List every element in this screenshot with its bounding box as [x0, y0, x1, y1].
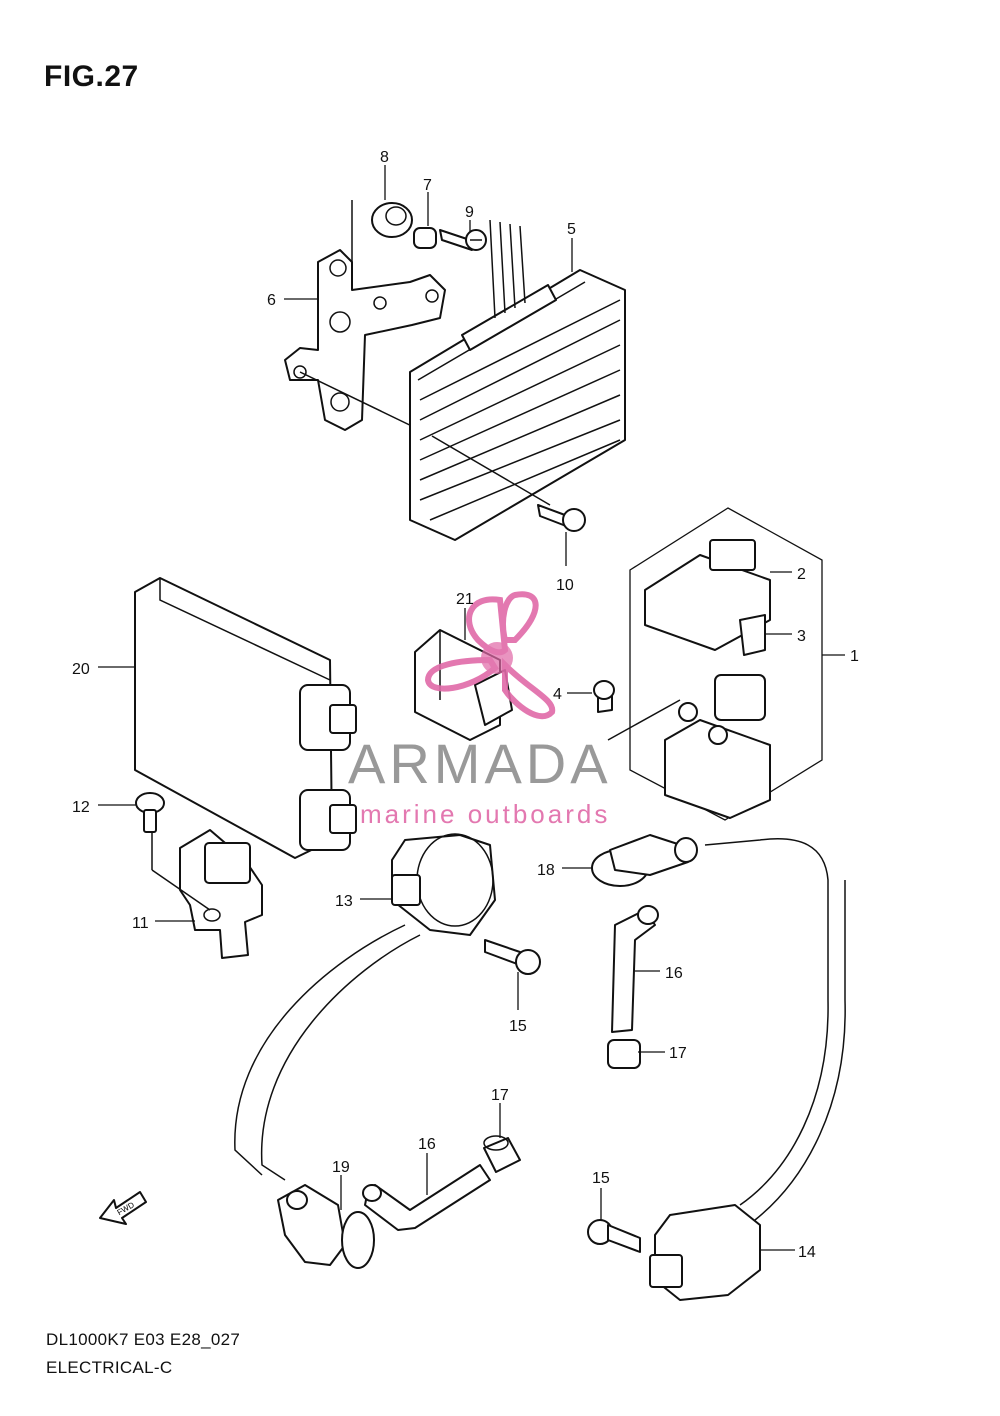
- callout-5: 5: [567, 221, 576, 238]
- callout-8: 8: [380, 149, 389, 166]
- callout-19: 19: [332, 1159, 350, 1176]
- bolt-15-upper: [484, 939, 541, 1010]
- callout-18: 18: [537, 862, 555, 879]
- ecm-unit: [134, 577, 357, 859]
- regulator-rectifier: [409, 219, 626, 541]
- callout-14: 14: [798, 1244, 816, 1261]
- watermark: ARMADA marine outboards: [348, 591, 612, 829]
- plug-cap-18: [591, 834, 698, 887]
- callout-16-upper: 16: [665, 965, 683, 982]
- callout-6: 6: [267, 292, 276, 309]
- callout-9: 9: [465, 204, 474, 221]
- callout-4: 4: [553, 686, 562, 703]
- bolt-15-lower: [587, 1188, 641, 1253]
- callout-11: 11: [132, 915, 149, 932]
- forward-arrow-icon: FWD: [99, 1191, 147, 1225]
- collar: [413, 227, 437, 249]
- callout-7: 7: [423, 177, 432, 194]
- callout-numbers: 1 2 3 4 5 6 7 8 9 10 11 12 13 14 15 15 1…: [72, 149, 859, 1261]
- plug-lead-16-lower: [362, 1164, 491, 1231]
- bolt-10: [537, 504, 586, 566]
- cap-17-upper: [607, 1039, 641, 1069]
- propeller-logo-icon: [424, 591, 556, 720]
- callout-17-upper: 17: [669, 1045, 687, 1062]
- leader-lines: [98, 165, 845, 1251]
- callout-12: 12: [72, 799, 90, 816]
- regulator-bracket: [284, 200, 446, 431]
- ignition-coil-rear: [649, 838, 846, 1301]
- callout-15-lower: 15: [592, 1170, 610, 1187]
- callout-3: 3: [797, 628, 806, 645]
- watermark-brand: ARMADA: [348, 732, 612, 795]
- ignition-coil-front: [234, 833, 496, 1181]
- cap-17-lower: [483, 1135, 521, 1173]
- callout-10: 10: [556, 577, 574, 594]
- callout-20: 20: [72, 661, 90, 678]
- watermark-tagline: marine outboards: [360, 799, 610, 829]
- plug-lead-16-upper: [611, 905, 659, 1033]
- bolt-9: [439, 229, 487, 251]
- callout-13: 13: [335, 893, 353, 910]
- section-name: ELECTRICAL-C: [46, 1358, 173, 1377]
- diagram-code: DL1000K7 E03 E28_027: [46, 1330, 241, 1349]
- callout-21: 21: [456, 591, 474, 608]
- callout-2: 2: [797, 566, 806, 583]
- grommet: [371, 202, 413, 238]
- callout-15-upper: 15: [509, 1018, 527, 1035]
- callout-17-lower: 17: [491, 1087, 509, 1104]
- bolt-12: [135, 792, 165, 833]
- plug-cap-19: [277, 1184, 375, 1269]
- figure-title: FIG.27: [44, 60, 139, 93]
- callout-1: 1: [850, 648, 859, 665]
- callout-16-lower: 16: [418, 1136, 436, 1153]
- sensor: [151, 829, 263, 959]
- starter-relay-box: [593, 507, 823, 821]
